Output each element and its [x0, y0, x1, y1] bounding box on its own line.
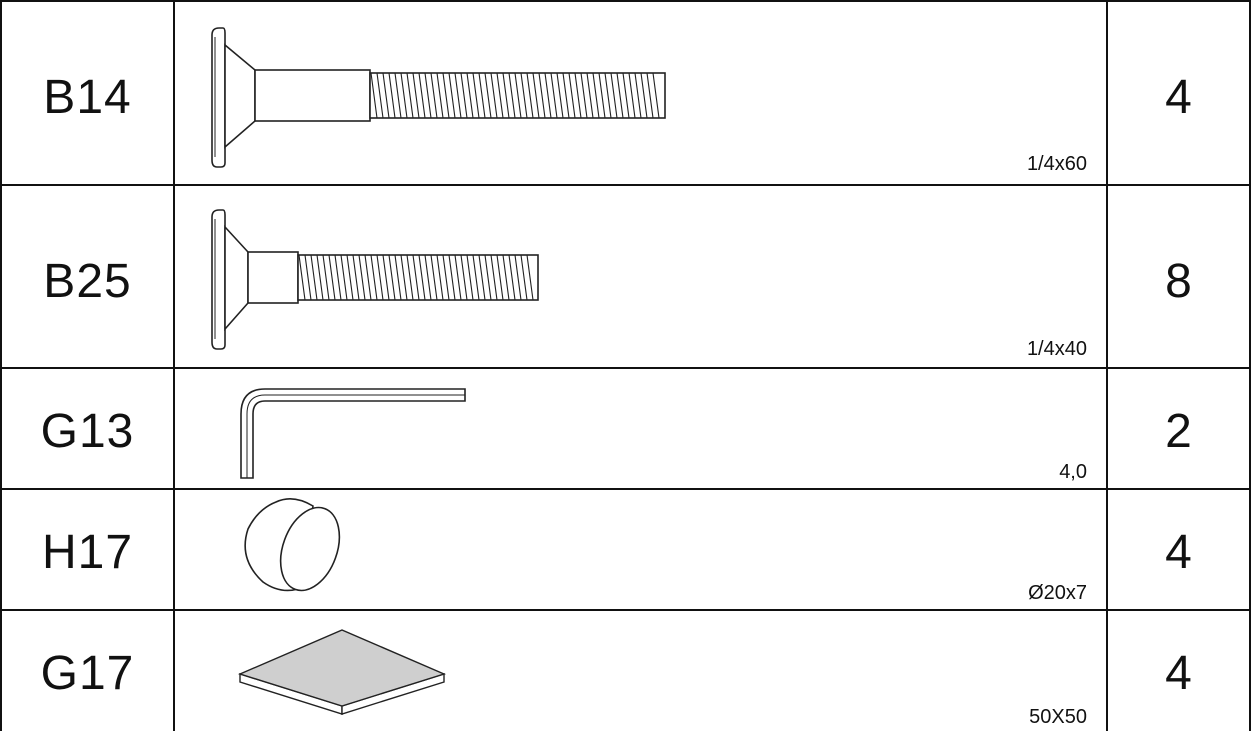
row-divider — [0, 609, 1251, 611]
row-divider — [0, 0, 1251, 2]
row-divider — [0, 488, 1251, 490]
part-quantity: 8 — [1165, 255, 1192, 308]
part-code: B25 — [43, 255, 132, 308]
part-size: 1/4x40 — [1026, 338, 1087, 360]
part-size: Ø20x7 — [1028, 582, 1087, 604]
table-border-right — [1249, 0, 1251, 731]
bolt-long-icon — [211, 27, 666, 168]
part-code: B14 — [43, 71, 132, 124]
part-code: G17 — [40, 647, 135, 700]
part-code: H17 — [41, 526, 134, 579]
row-divider — [0, 184, 1251, 186]
row-divider — [0, 367, 1251, 369]
column-divider — [1106, 0, 1108, 731]
part-size: 4,0 — [1059, 461, 1087, 483]
part-quantity: 4 — [1165, 526, 1192, 579]
felt-pad-icon — [238, 629, 447, 715]
column-divider — [173, 0, 175, 731]
part-quantity: 4 — [1165, 71, 1192, 124]
cap-disc-icon — [244, 498, 341, 592]
part-quantity: 4 — [1165, 647, 1192, 700]
part-size: 1/4x60 — [1026, 153, 1087, 175]
part-size: 50X50 — [1029, 706, 1087, 728]
bolt-short-icon — [211, 209, 539, 350]
table-border-left — [0, 0, 2, 731]
part-code: G13 — [40, 405, 135, 458]
allen-key-icon — [240, 388, 466, 479]
part-quantity: 2 — [1165, 405, 1192, 458]
